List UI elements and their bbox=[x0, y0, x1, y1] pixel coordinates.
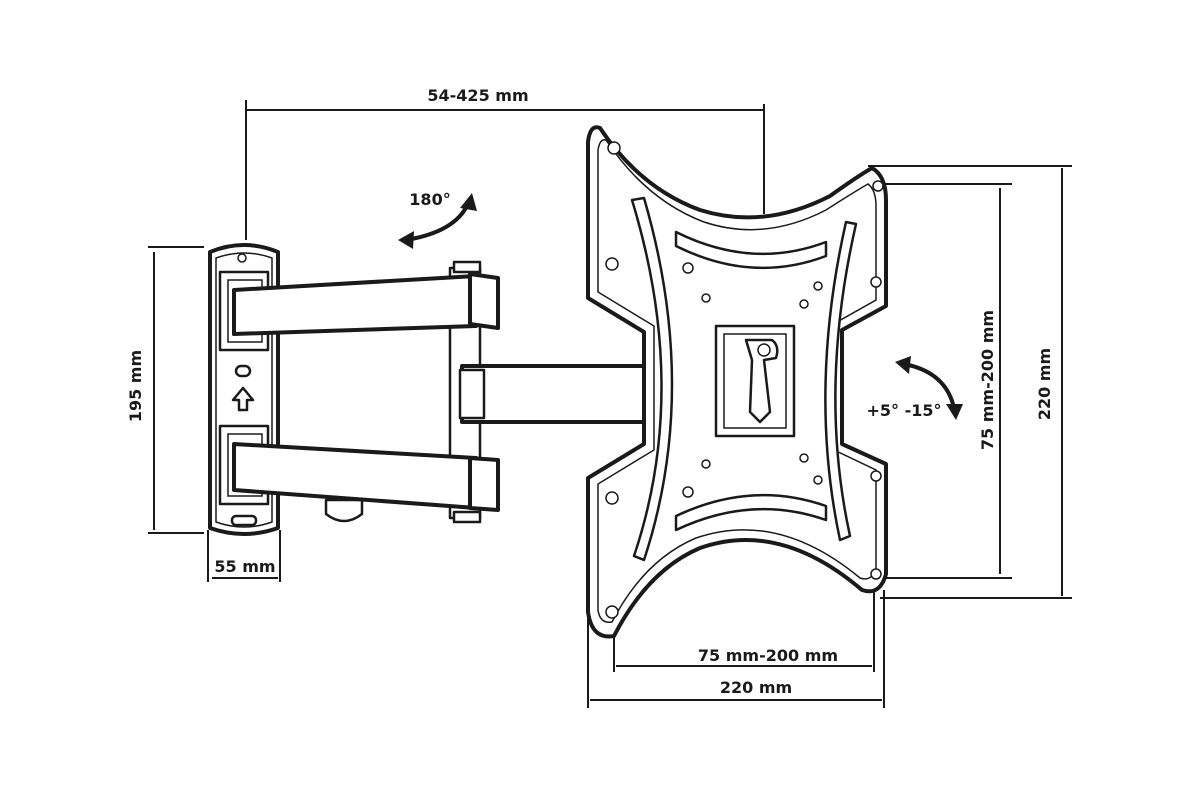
wall-plate-width-label: 55 mm bbox=[214, 557, 275, 576]
extension-arm-cap bbox=[458, 368, 486, 420]
dimension-plate-width: 220 mm bbox=[587, 590, 885, 708]
vesa-horizontal-label: 75 mm-200 mm bbox=[698, 646, 838, 665]
dimension-vesa-horizontal: 75 mm-200 mm bbox=[613, 590, 875, 672]
vesa-vertical-label: 75 mm-200 mm bbox=[978, 310, 997, 450]
dimension-arm-extension: 54-425 mm bbox=[245, 86, 765, 240]
swivel-angle-label: 180° bbox=[409, 190, 450, 209]
pivot-cap-top bbox=[452, 260, 482, 274]
dimension-wall-plate-width: 55 mm bbox=[207, 530, 281, 582]
plate-width-label: 220 mm bbox=[720, 678, 792, 697]
extension-arm bbox=[460, 364, 662, 424]
tilt-arrow-icon bbox=[895, 356, 963, 420]
cable-clip bbox=[324, 498, 364, 523]
tilt-angle-label: +5° -15° bbox=[866, 401, 941, 420]
arm-extension-label: 54-425 mm bbox=[427, 86, 528, 105]
dimension-wall-plate-height: 195 mm bbox=[126, 246, 204, 534]
wall-plate-height-label: 195 mm bbox=[126, 350, 145, 422]
vesa-plate bbox=[586, 125, 888, 639]
plate-height-label: 220 mm bbox=[1035, 348, 1054, 420]
lower-arm bbox=[232, 442, 500, 512]
dimension-plate-height: 220 mm bbox=[868, 165, 1072, 599]
swivel-arrow-icon bbox=[398, 193, 477, 249]
pivot-cap-bottom bbox=[452, 510, 482, 524]
upper-arm bbox=[232, 272, 500, 336]
dimension-vesa-vertical: 75 mm-200 mm bbox=[884, 183, 1012, 579]
